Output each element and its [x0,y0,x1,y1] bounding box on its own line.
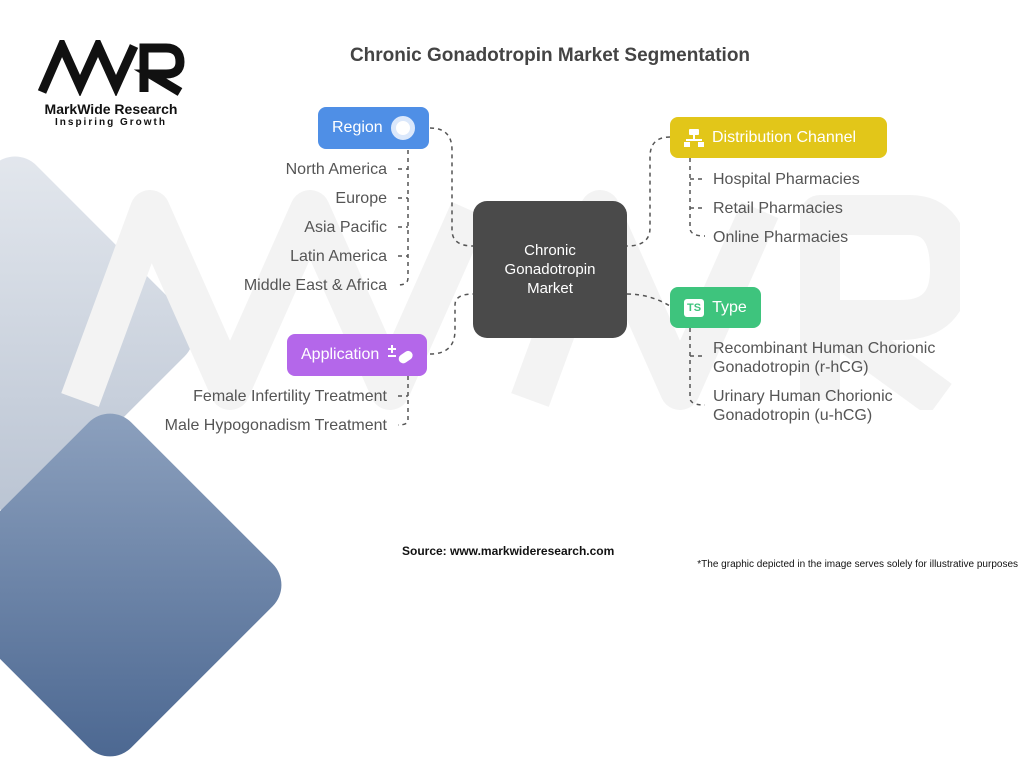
distribution-node: Distribution Channel [670,117,887,158]
list-item: Male Hypogonadism Treatment [164,417,387,434]
network-icon [684,128,704,147]
logo-mark [37,34,185,97]
region-label: Region [332,119,383,136]
logo-tagline: Inspiring Growth [55,117,167,128]
list-item: Female Infertility Treatment [193,388,387,405]
list-item: Urinary Human Chorionic Gonadotropin (u-… [713,388,893,424]
application-node: Application [287,334,428,376]
list-item: Europe [335,190,387,207]
list-item: Online Pharmacies [713,229,849,246]
logo-name: MarkWide Research [44,101,178,117]
center-node: Chronic Gonadotropin Market [473,201,627,338]
list-item: Asia Pacific [304,219,387,236]
application-label: Application [301,346,380,363]
list-item: Hospital Pharmacies [713,171,860,188]
type-label: Type [712,298,747,316]
region-node: Region [318,107,429,149]
list-item: Retail Pharmacies [713,200,843,217]
list-item: Middle East & Africa [243,277,387,294]
list-item: North America [285,161,387,178]
list-item: Latin America [290,248,387,265]
distribution-label: Distribution Channel [712,128,857,146]
source-text: Source: www.markwideresearch.com [402,544,615,558]
disclaimer: *The graphic depicted in the image serve… [697,559,1018,570]
logo: MarkWide Research Inspiring Growth [36,34,186,129]
ts-icon: TS [684,298,705,317]
page-title: Chronic Gonadotropin Market Segmentation [349,45,751,66]
list-item: Recombinant Human Chorionic Gonadotropin… [713,340,936,376]
connectors [397,127,706,426]
globe-icon [390,116,415,140]
type-node: TS Type [670,287,761,328]
plus-minus-pill-icon [388,345,413,364]
